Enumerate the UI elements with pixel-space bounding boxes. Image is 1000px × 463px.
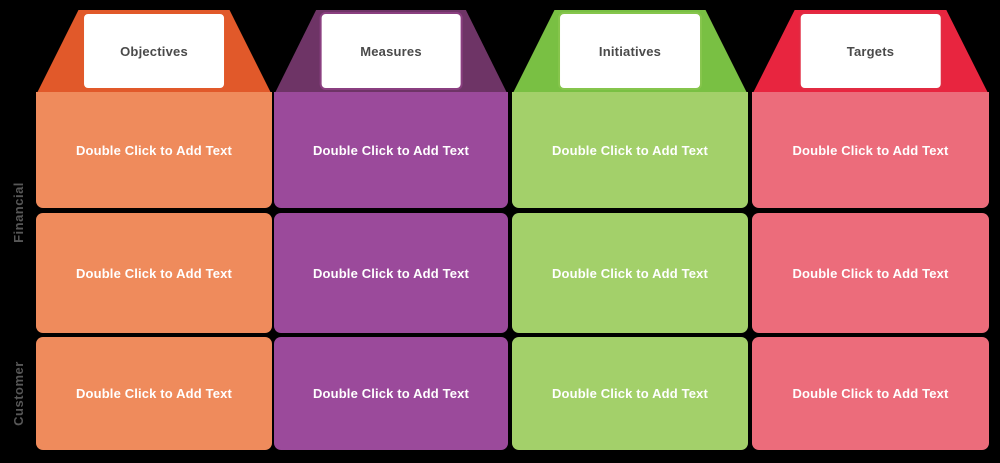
column-title-measures: Measures <box>360 43 422 59</box>
cell-objectives-row1[interactable]: Double Click to Add Text <box>36 92 272 208</box>
perspective-label-customer-text: Customer <box>10 361 26 426</box>
cell-targets-row1[interactable]: Double Click to Add Text <box>752 92 989 208</box>
column-initiatives: Initiatives Double Click to Add Text Dou… <box>512 0 748 463</box>
title-plate-objectives[interactable]: Objectives <box>82 12 226 90</box>
cell-targets-row2[interactable]: Double Click to Add Text <box>752 213 989 333</box>
column-grid: Objectives Double Click to Add Text Doub… <box>36 0 1000 463</box>
perspective-rail: Financial Customer <box>0 92 36 450</box>
column-targets: Targets Double Click to Add Text Double … <box>752 0 989 463</box>
cell-text: Double Click to Add Text <box>552 386 708 401</box>
cell-text: Double Click to Add Text <box>792 386 949 401</box>
cell-text: Double Click to Add Text <box>552 265 708 281</box>
column-title-initiatives: Initiatives <box>598 43 662 59</box>
cell-text: Double Click to Add Text <box>792 142 949 158</box>
column-header-targets[interactable]: Targets <box>752 10 989 95</box>
cell-text: Double Click to Add Text <box>76 142 232 158</box>
title-plate-measures[interactable]: Measures <box>319 12 463 90</box>
cell-text: Double Click to Add Text <box>76 265 232 281</box>
cell-targets-row3[interactable]: Double Click to Add Text <box>752 337 989 450</box>
cell-initiatives-row2[interactable]: Double Click to Add Text <box>512 213 748 333</box>
column-title-objectives: Objectives <box>120 43 188 59</box>
column-header-objectives[interactable]: Objectives <box>36 10 272 95</box>
perspective-label-customer: Customer <box>0 337 36 450</box>
perspective-label-financial: Financial <box>0 92 36 333</box>
perspective-label-financial-text: Financial <box>10 182 26 243</box>
cell-objectives-row3[interactable]: Double Click to Add Text <box>36 337 272 450</box>
title-plate-initiatives[interactable]: Initiatives <box>558 12 702 90</box>
cell-initiatives-row1[interactable]: Double Click to Add Text <box>512 92 748 208</box>
cell-text: Double Click to Add Text <box>313 142 469 158</box>
cell-objectives-row2[interactable]: Double Click to Add Text <box>36 213 272 333</box>
cell-text: Double Click to Add Text <box>313 386 469 401</box>
cell-text: Double Click to Add Text <box>76 386 232 401</box>
column-header-initiatives[interactable]: Initiatives <box>512 10 748 95</box>
cell-text: Double Click to Add Text <box>552 142 708 158</box>
cell-text: Double Click to Add Text <box>792 265 949 281</box>
cell-measures-row2[interactable]: Double Click to Add Text <box>274 213 508 333</box>
column-header-measures[interactable]: Measures <box>274 10 508 95</box>
column-title-targets: Targets <box>846 43 895 59</box>
cell-text: Double Click to Add Text <box>313 265 469 281</box>
column-measures: Measures Double Click to Add Text Double… <box>274 0 508 463</box>
title-plate-targets[interactable]: Targets <box>798 12 943 90</box>
cell-measures-row1[interactable]: Double Click to Add Text <box>274 92 508 208</box>
column-objectives: Objectives Double Click to Add Text Doub… <box>36 0 272 463</box>
cell-initiatives-row3[interactable]: Double Click to Add Text <box>512 337 748 450</box>
cell-measures-row3[interactable]: Double Click to Add Text <box>274 337 508 450</box>
